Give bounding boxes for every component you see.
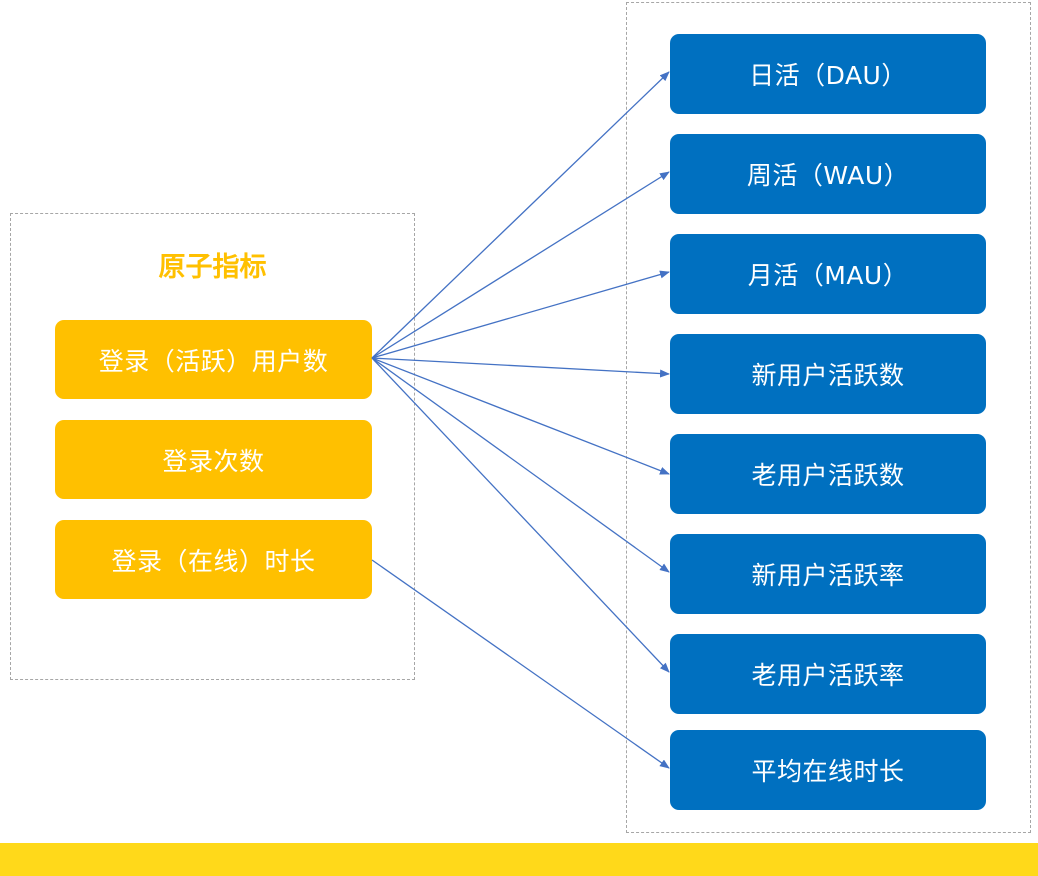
- derived-metric-wau: 周活（WAU）: [670, 134, 986, 214]
- connector-arrow-2-7: [371, 559, 670, 769]
- atomic-metrics-group: [10, 213, 415, 680]
- derived-metric-dau: 日活（DAU）: [670, 34, 986, 114]
- connector-arrow-0-6: [371, 357, 670, 673]
- atomic-metric-login-count: 登录次数: [55, 420, 372, 499]
- connector-arrow-0-4: [371, 357, 670, 475]
- connector-arrow-0-2: [371, 270, 670, 359]
- derived-metric-mau: 月活（MAU）: [670, 234, 986, 314]
- atomic-metric-login-active-users: 登录（活跃）用户数: [55, 320, 372, 399]
- connector-arrow-0-1: [371, 171, 670, 359]
- derived-metric-old-user-active-count: 老用户活跃数: [670, 434, 986, 514]
- connector-arrow-0-0: [371, 71, 670, 359]
- atomic-metrics-title: 原子指标: [158, 252, 267, 283]
- bottom-accent-bar: [0, 843, 1038, 876]
- derived-metrics-group: [626, 2, 1031, 833]
- connector-arrow-0-5: [371, 357, 670, 573]
- derived-metric-avg-online-duration: 平均在线时长: [670, 730, 986, 810]
- derived-metric-new-user-active-count: 新用户活跃数: [670, 334, 986, 414]
- connector-arrow-0-3: [371, 357, 670, 378]
- derived-metric-new-user-active-rate: 新用户活跃率: [670, 534, 986, 614]
- atomic-metric-online-duration: 登录（在线）时长: [55, 520, 372, 599]
- derived-metric-old-user-active-rate: 老用户活跃率: [670, 634, 986, 714]
